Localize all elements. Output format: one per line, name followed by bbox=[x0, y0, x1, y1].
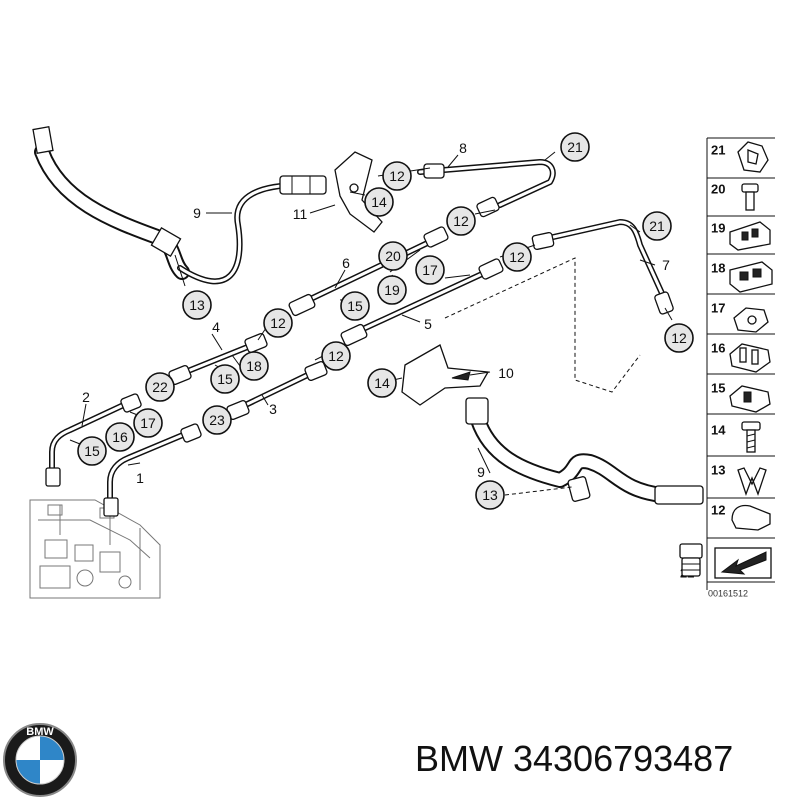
pipe-7 bbox=[444, 219, 674, 393]
label-11: 11 bbox=[293, 206, 308, 222]
svg-text:12: 12 bbox=[671, 330, 687, 346]
callout-20: 20 bbox=[378, 241, 408, 271]
callout-15-a: 15 bbox=[340, 291, 370, 321]
label-3: 3 bbox=[269, 401, 277, 417]
svg-text:16: 16 bbox=[112, 429, 128, 445]
callout-12-d: 12 bbox=[263, 308, 293, 338]
callout-12-b: 12 bbox=[446, 206, 476, 236]
svg-text:19: 19 bbox=[384, 282, 400, 298]
brand-part-caption: BMW 34306793487 bbox=[415, 738, 734, 779]
svg-text:12: 12 bbox=[270, 315, 286, 331]
svg-text:15: 15 bbox=[347, 298, 363, 314]
spring-clip-13-icon bbox=[737, 467, 767, 496]
svg-text:22: 22 bbox=[152, 379, 168, 395]
callout-18: 18 bbox=[239, 351, 269, 381]
callout-12-c: 12 bbox=[502, 242, 532, 272]
pipe-5 bbox=[340, 258, 504, 347]
callout-12-a: 12 bbox=[382, 161, 412, 191]
label-2: 2 bbox=[82, 389, 90, 405]
svg-text:13: 13 bbox=[482, 487, 498, 503]
svg-text:BMW: BMW bbox=[26, 726, 54, 738]
callout-14-b: 14 bbox=[367, 368, 397, 398]
svg-text:20: 20 bbox=[385, 248, 401, 264]
bmw-logo-icon: BMW bbox=[3, 723, 77, 797]
svg-text:12: 12 bbox=[453, 213, 469, 229]
label-6: 6 bbox=[342, 255, 350, 271]
label-9-bottom: 9 bbox=[477, 464, 485, 480]
legend-num-13: 13 bbox=[711, 463, 725, 478]
legend-num-14: 14 bbox=[711, 423, 726, 438]
bracket-10 bbox=[401, 344, 490, 406]
screw-14-icon bbox=[741, 421, 761, 453]
svg-text:23: 23 bbox=[209, 412, 225, 428]
label-4: 4 bbox=[212, 319, 220, 335]
svg-text:17: 17 bbox=[140, 415, 156, 431]
legend-num-16: 16 bbox=[711, 341, 725, 356]
legend-num-21: 21 bbox=[711, 143, 725, 158]
callout-13-a: 13 bbox=[182, 290, 212, 320]
pipe-9 bbox=[177, 175, 327, 285]
clip-18-icon bbox=[729, 261, 773, 293]
clip-15-icon bbox=[729, 385, 771, 413]
legend-num-15: 15 bbox=[711, 381, 725, 396]
svg-text:18: 18 bbox=[246, 358, 262, 374]
callout-12-f: 12 bbox=[321, 341, 351, 371]
legend-num-19: 19 bbox=[711, 221, 725, 236]
callout-22: 22 bbox=[145, 372, 175, 402]
label-7: 7 bbox=[662, 257, 670, 273]
diagram-ref-number: 00161512 bbox=[708, 588, 748, 598]
legend-num-20: 20 bbox=[711, 182, 725, 197]
nut-23-22-icon bbox=[679, 543, 703, 577]
pipe-6 bbox=[288, 226, 449, 317]
callout-21-mid: 21 bbox=[642, 211, 672, 241]
svg-text:21: 21 bbox=[567, 139, 583, 155]
callout-12-e: 12 bbox=[664, 323, 694, 353]
svg-text:21: 21 bbox=[649, 218, 665, 234]
pipe-1 bbox=[103, 423, 202, 517]
callout-19: 19 bbox=[377, 275, 407, 305]
callout-21-top: 21 bbox=[560, 132, 590, 162]
pipe-2 bbox=[45, 393, 142, 487]
label-5: 5 bbox=[424, 316, 432, 332]
hose-bottom-right bbox=[465, 397, 704, 505]
bolt-20-icon bbox=[741, 183, 759, 211]
svg-text:13: 13 bbox=[189, 297, 205, 313]
label-9-top: 9 bbox=[193, 205, 201, 221]
callout-17-b: 17 bbox=[133, 408, 163, 438]
legend-num-17: 17 bbox=[711, 301, 725, 316]
hose-top-left bbox=[32, 126, 190, 280]
clip-21-icon bbox=[737, 141, 769, 173]
clip-17-icon bbox=[733, 307, 769, 333]
arrow-symbol-icon bbox=[714, 547, 772, 579]
svg-text:14: 14 bbox=[371, 194, 387, 210]
pipe-4 bbox=[168, 333, 268, 385]
svg-text:14: 14 bbox=[374, 375, 390, 391]
clip-12-icon bbox=[731, 504, 771, 531]
callout-17-a: 17 bbox=[415, 255, 445, 285]
label-1: 1 bbox=[136, 470, 144, 486]
callout-15-b: 15 bbox=[210, 364, 240, 394]
legend-num-12: 12 bbox=[711, 503, 725, 518]
svg-text:15: 15 bbox=[217, 371, 233, 387]
label-10: 10 bbox=[498, 365, 514, 381]
abs-unit bbox=[29, 499, 161, 599]
callout-13-b: 13 bbox=[475, 480, 505, 510]
svg-text:12: 12 bbox=[509, 249, 525, 265]
callout-16: 16 bbox=[105, 422, 135, 452]
svg-text:15: 15 bbox=[84, 443, 100, 459]
label-8: 8 bbox=[459, 140, 467, 156]
legend-num-18: 18 bbox=[711, 261, 725, 276]
clip-19-icon bbox=[729, 221, 771, 251]
clip-16-icon bbox=[729, 343, 771, 373]
svg-text:12: 12 bbox=[389, 168, 405, 184]
pipe-8 bbox=[417, 159, 556, 218]
svg-text:17: 17 bbox=[422, 262, 438, 278]
svg-text:12: 12 bbox=[328, 348, 344, 364]
callout-23: 23 bbox=[202, 405, 232, 435]
callout-14-a: 14 bbox=[364, 187, 394, 217]
parts-legend: 21 20 19 18 17 16 15 14 13 12 23 22 bbox=[679, 137, 775, 598]
callout-15-c: 15 bbox=[77, 436, 107, 466]
